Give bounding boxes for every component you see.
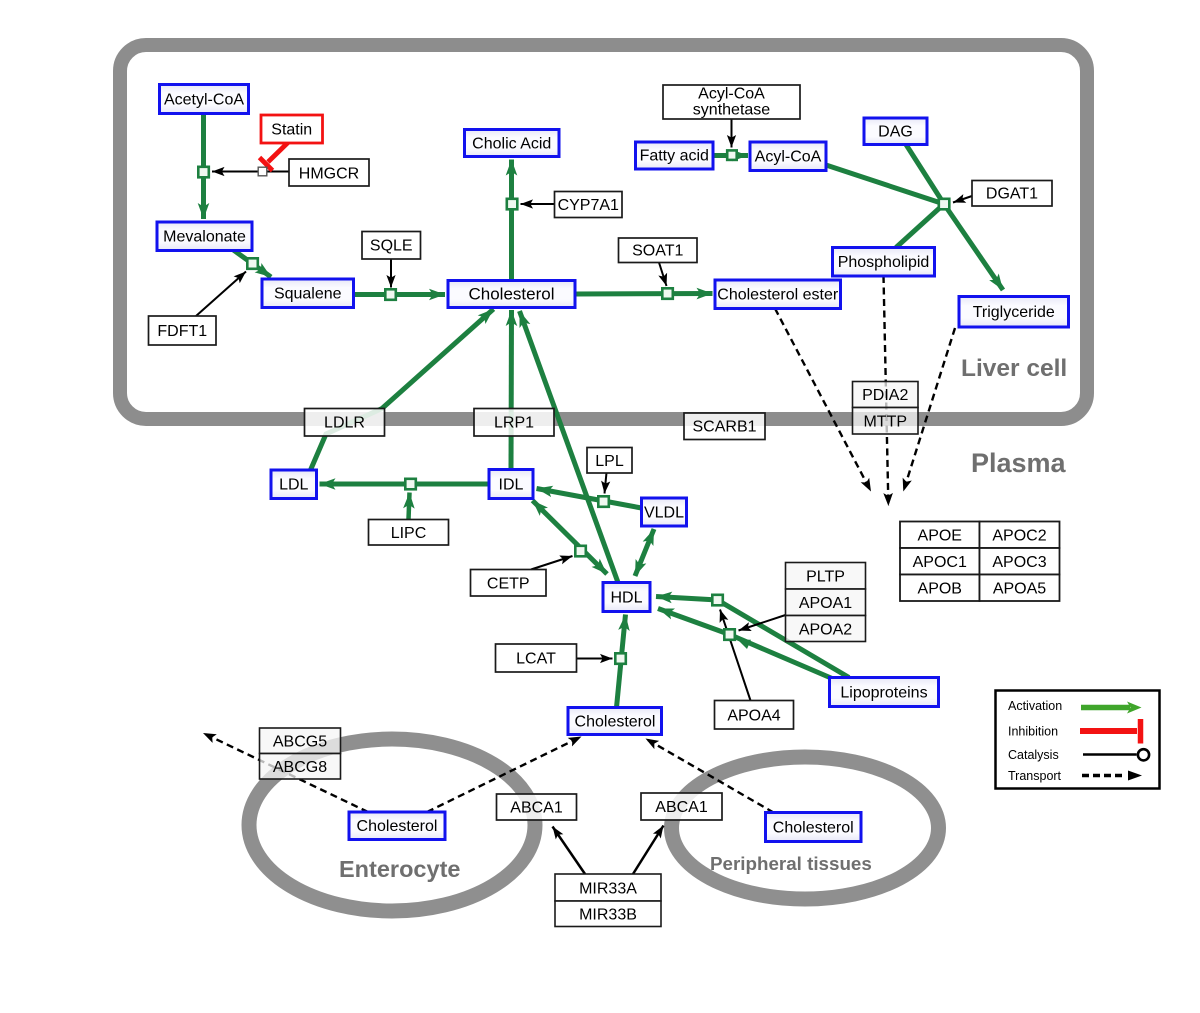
- svg-text:Acyl-CoA: Acyl-CoA: [698, 86, 765, 103]
- svg-text:Lipoproteins: Lipoproteins: [840, 685, 927, 702]
- svg-text:CYP7A1: CYP7A1: [558, 197, 619, 214]
- svg-text:ABCA1: ABCA1: [510, 800, 563, 817]
- svg-text:MTTP: MTTP: [863, 414, 907, 431]
- svg-text:ABCA1: ABCA1: [655, 799, 708, 816]
- svg-text:Squalene: Squalene: [274, 286, 342, 303]
- svg-text:Plasma: Plasma: [971, 448, 1067, 478]
- svg-text:DGAT1: DGAT1: [986, 186, 1038, 203]
- svg-text:Transport: Transport: [1008, 769, 1062, 783]
- svg-text:PLTP: PLTP: [806, 569, 845, 586]
- svg-text:Cholesterol: Cholesterol: [357, 818, 438, 835]
- svg-text:DAG: DAG: [878, 124, 913, 141]
- svg-text:MIR33A: MIR33A: [579, 881, 637, 898]
- svg-text:Liver cell: Liver cell: [961, 355, 1067, 382]
- svg-text:APOC3: APOC3: [992, 554, 1046, 571]
- svg-text:LDLR: LDLR: [324, 415, 365, 432]
- svg-text:IDL: IDL: [499, 477, 524, 494]
- svg-text:ABCG5: ABCG5: [273, 734, 327, 751]
- svg-text:Cholic Acid: Cholic Acid: [472, 136, 551, 153]
- svg-text:LPL: LPL: [595, 453, 624, 470]
- svg-text:Peripheral tissues: Peripheral tissues: [710, 853, 872, 874]
- svg-text:APOC1: APOC1: [913, 554, 967, 571]
- svg-text:Phospholipid: Phospholipid: [838, 254, 930, 271]
- svg-text:Fatty acid: Fatty acid: [640, 148, 709, 165]
- svg-text:ABCG8: ABCG8: [273, 759, 327, 776]
- svg-text:SOAT1: SOAT1: [632, 243, 683, 260]
- svg-text:Enterocyte: Enterocyte: [339, 856, 460, 882]
- svg-text:LIPC: LIPC: [391, 525, 427, 542]
- svg-text:FDFT1: FDFT1: [157, 323, 207, 340]
- svg-text:SCARB1: SCARB1: [692, 419, 756, 436]
- svg-text:LCAT: LCAT: [516, 651, 556, 668]
- svg-text:HMGCR: HMGCR: [299, 166, 359, 183]
- svg-text:VLDL: VLDL: [644, 505, 684, 522]
- svg-text:Acyl-CoA: Acyl-CoA: [755, 149, 822, 166]
- svg-text:APOC2: APOC2: [992, 528, 1046, 545]
- svg-text:Catalysis: Catalysis: [1008, 748, 1059, 762]
- svg-text:APOA4: APOA4: [727, 708, 780, 725]
- svg-text:Cholesterol: Cholesterol: [575, 714, 656, 731]
- svg-text:APOB: APOB: [918, 581, 962, 598]
- svg-text:CETP: CETP: [487, 576, 530, 593]
- svg-text:Cholesterol ester: Cholesterol ester: [717, 287, 839, 304]
- svg-text:Activation: Activation: [1008, 699, 1062, 713]
- svg-text:MIR33B: MIR33B: [579, 907, 637, 924]
- svg-text:Cholesterol: Cholesterol: [469, 285, 555, 304]
- svg-text:PDIA2: PDIA2: [862, 387, 908, 404]
- svg-text:LRP1: LRP1: [494, 415, 534, 432]
- svg-text:HDL: HDL: [610, 590, 642, 607]
- svg-text:APOA2: APOA2: [799, 622, 852, 639]
- svg-text:Inhibition: Inhibition: [1008, 725, 1058, 739]
- svg-text:LDL: LDL: [279, 477, 308, 494]
- svg-text:APOA5: APOA5: [993, 581, 1046, 598]
- svg-text:APOE: APOE: [918, 528, 962, 545]
- svg-text:Mevalonate: Mevalonate: [163, 229, 246, 246]
- svg-text:Statin: Statin: [271, 122, 312, 139]
- svg-text:APOA1: APOA1: [799, 595, 852, 612]
- svg-text:synthetase: synthetase: [693, 102, 770, 119]
- svg-text:SQLE: SQLE: [370, 238, 413, 255]
- svg-text:Acetyl-CoA: Acetyl-CoA: [164, 92, 244, 109]
- svg-text:Cholesterol: Cholesterol: [773, 820, 854, 837]
- svg-text:Triglyceride: Triglyceride: [973, 304, 1055, 321]
